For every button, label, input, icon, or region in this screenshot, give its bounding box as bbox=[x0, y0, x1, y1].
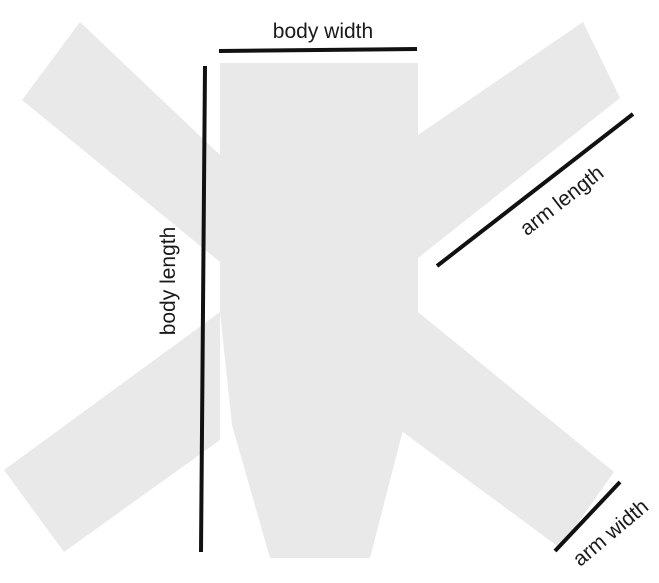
body-width-label: body width bbox=[273, 20, 373, 43]
arm-length-label: arm length bbox=[516, 161, 608, 240]
arm-width-line bbox=[553, 480, 622, 553]
body-length-label: body length bbox=[157, 227, 180, 336]
body-shape bbox=[220, 63, 418, 558]
body-width-line bbox=[218, 47, 418, 53]
arm-length-line bbox=[435, 112, 635, 268]
upper-left-arm bbox=[22, 22, 220, 262]
lower-left-arm bbox=[4, 312, 220, 552]
body-length-line bbox=[199, 65, 207, 553]
lower-right-arm bbox=[400, 312, 614, 548]
upper-right-arm bbox=[418, 22, 620, 258]
